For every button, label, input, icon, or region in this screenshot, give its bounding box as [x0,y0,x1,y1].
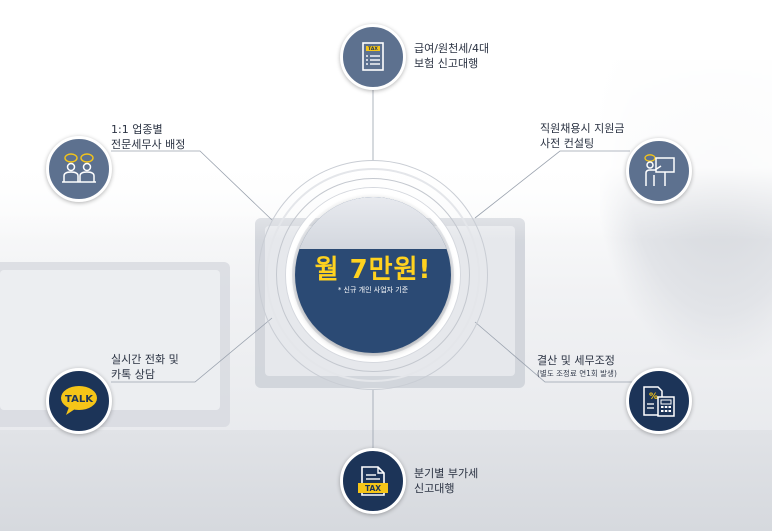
center-note: * 신규 개인 사업자 기준 [337,286,409,294]
outer-ring [258,160,488,390]
talk-bubble-icon: TALK [61,386,97,415]
background-laptop-left-screen [0,270,220,410]
hiring-subsidy-label-line1: 직원채용시 지원금 [540,122,625,135]
tax-accountant-service-node[interactable] [46,136,112,202]
realtime-chat-service-label: 실시간 전화 및 카톡 상담 [111,352,179,382]
center-price-badge: 월 7만원! * 신규 개인 사업자 기준 [295,197,451,353]
tax-accountant-label-line1: 1:1 업종별 [111,123,163,136]
connector-bottom-right [474,321,633,383]
tax-accountant-label-line2: 전문세무사 배정 [111,138,186,151]
hiring-subsidy-label-line2: 사전 컨설팅 [540,137,595,150]
realtime-chat-service-node[interactable]: TALK [46,368,112,434]
tax-file-icon: TAX [358,466,388,496]
vat-label-line2: 신고대행 [414,482,455,495]
consulting-people-icon [62,153,96,183]
connector-top-left [111,150,273,221]
settlement-label-line1: 결산 및 세무조정 [537,354,615,367]
settlement-service-node[interactable]: % [626,368,692,434]
vat-service-node[interactable]: TAX [340,448,406,514]
center-badge-highlight [295,197,451,249]
hiring-subsidy-service-node[interactable] [626,138,692,204]
svg-text:TALK: TALK [65,394,94,405]
svg-text:TAX: TAX [368,46,378,52]
realtime-chat-label-line2: 카톡 상담 [111,368,155,381]
hiring-subsidy-service-label: 직원채용시 지원금 사전 컨설팅 [540,121,624,151]
vat-service-label: 분기별 부가세 신고대행 [414,466,478,496]
connector-top-right [474,150,630,219]
settlement-label-note: (별도 조정료 연1회 발생) [537,369,617,378]
settlement-service-label: 결산 및 세무조정 (별도 조정료 연1회 발생) [537,353,617,379]
connector-bottom-left [111,317,273,383]
svg-text:%: % [649,392,658,402]
center-headline: 월 7만원! [314,255,432,285]
calculator-percent-icon: % [643,386,675,417]
core-border-ring [286,188,460,362]
vat-label-line1: 분기별 부가세 [414,467,479,480]
tax-document-checklist-icon: TAX [362,42,384,71]
middle-ring [266,168,480,382]
payroll-service-node[interactable]: TAX [340,24,406,90]
payroll-label-line1: 급여/원천세/4대 [414,42,490,55]
inner-ring [276,178,470,372]
svg-text:TAX: TAX [365,484,381,493]
payroll-service-label: 급여/원천세/4대 보험 신고대행 [414,41,489,71]
tax-accountant-service-label: 1:1 업종별 전문세무사 배정 [111,122,185,152]
payroll-label-line2: 보험 신고대행 [414,57,479,70]
presenter-board-icon [644,154,675,186]
realtime-chat-label-line1: 실시간 전화 및 [111,353,179,366]
